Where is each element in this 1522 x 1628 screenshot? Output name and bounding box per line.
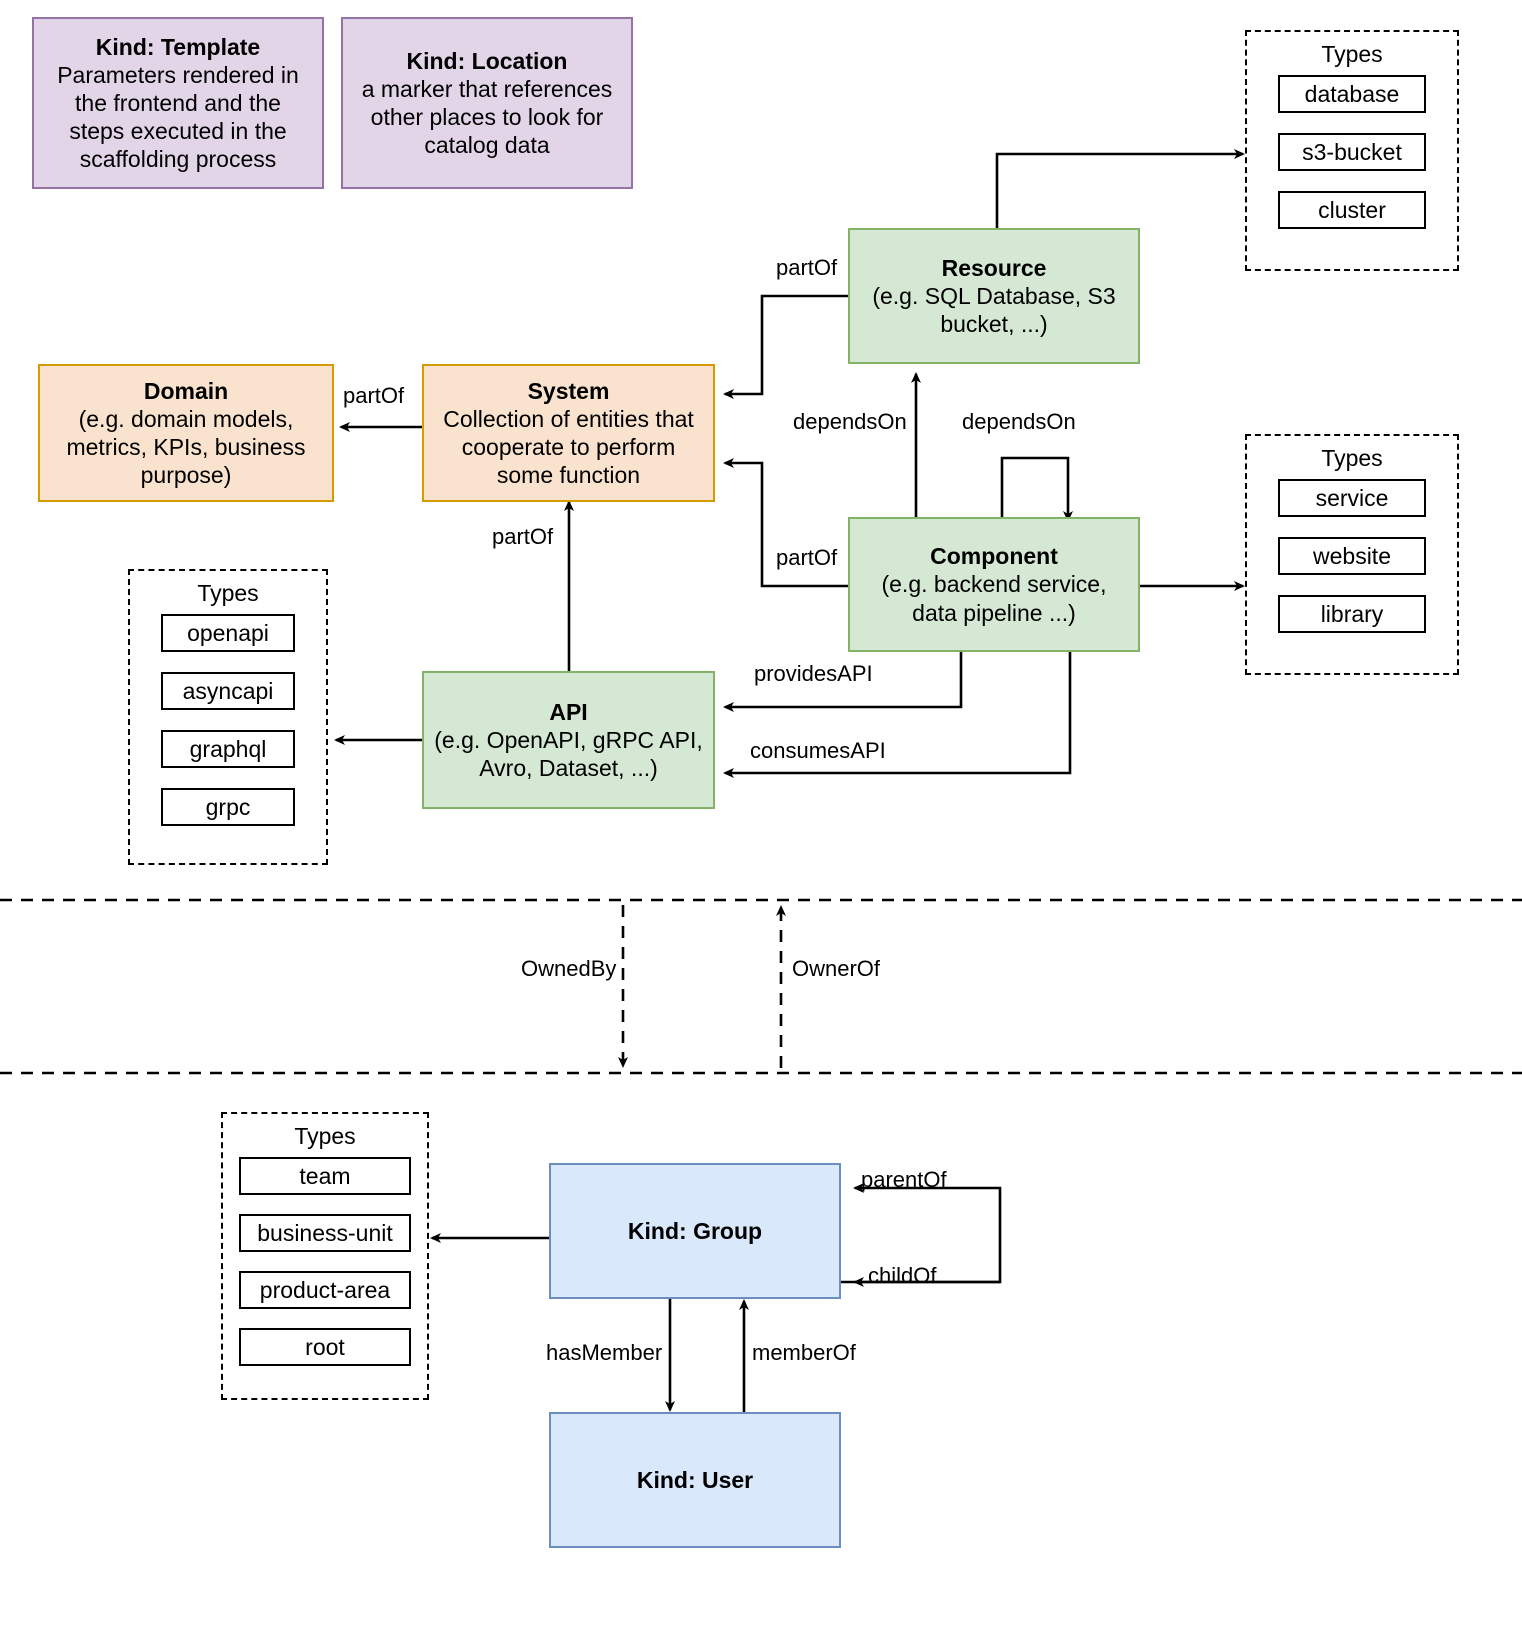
node-domain-title: Domain — [143, 377, 229, 404]
types-box-api: Types openapi asyncapi graphql grpc — [128, 569, 328, 865]
types-box-group: Types team business-unit product-area ro… — [221, 1112, 429, 1400]
type-item-website[interactable]: website — [1278, 537, 1426, 575]
node-kind-user[interactable]: Kind: User — [549, 1412, 841, 1548]
type-item-grpc[interactable]: grpc — [161, 788, 295, 826]
node-component-description: (e.g. backend service, data pipeline ...… — [881, 571, 1107, 626]
types-label: Types — [1321, 41, 1383, 67]
type-item-graphql[interactable]: graphql — [161, 730, 295, 768]
node-kind-template-title: Kind: Template — [95, 33, 261, 60]
node-system-description: Collection of entities that cooperate to… — [443, 405, 694, 489]
type-item-team[interactable]: team — [239, 1157, 411, 1195]
types-label: Types — [197, 580, 259, 606]
node-kind-group-title: Kind: Group — [627, 1217, 763, 1244]
node-api-title: API — [549, 698, 588, 725]
edge-label-system-partof-domain: partOf — [343, 383, 405, 408]
type-item-openapi[interactable]: openapi — [161, 614, 295, 652]
type-item-product-area[interactable]: product-area — [239, 1271, 411, 1309]
node-kind-location-description: a marker that references other places to… — [361, 75, 613, 159]
node-system[interactable]: System Collection of entities that coope… — [422, 364, 715, 502]
node-domain[interactable]: Domain (e.g. domain models, metrics, KPI… — [38, 364, 334, 502]
node-kind-user-title: Kind: User — [636, 1466, 754, 1493]
types-box-component: Types service website library — [1245, 434, 1459, 675]
edge-label-api-partof-system: partOf — [492, 524, 554, 549]
edge-label-parentof: parentOf — [861, 1167, 947, 1192]
node-kind-location[interactable]: Kind: Location a marker that references … — [341, 17, 633, 189]
edge-label-provides-api: providesAPI — [754, 661, 873, 686]
node-kind-template[interactable]: Kind: Template Parameters rendered in th… — [32, 17, 324, 189]
node-resource[interactable]: Resource (e.g. SQL Database, S3 bucket, … — [848, 228, 1140, 364]
type-item-library[interactable]: library — [1278, 595, 1426, 633]
types-label: Types — [294, 1123, 356, 1149]
node-component[interactable]: Component (e.g. backend service, data pi… — [848, 517, 1140, 652]
node-resource-title: Resource — [941, 254, 1047, 281]
node-kind-group[interactable]: Kind: Group — [549, 1163, 841, 1299]
type-item-service[interactable]: service — [1278, 479, 1426, 517]
edge-label-component-dependson-resource: dependsOn — [793, 409, 907, 434]
node-api-description: (e.g. OpenAPI, gRPC API, Avro, Dataset, … — [434, 726, 703, 782]
edge-label-memberof: memberOf — [752, 1340, 856, 1365]
node-kind-template-description: Parameters rendered in the frontend and … — [57, 61, 299, 173]
type-item-s3-bucket[interactable]: s3-bucket — [1278, 133, 1426, 171]
types-box-resource: Types database s3-bucket cluster — [1245, 30, 1459, 271]
node-component-title: Component — [930, 543, 1058, 570]
edge-label-component-partof-system: partOf — [776, 545, 838, 570]
type-item-root[interactable]: root — [239, 1328, 411, 1366]
edge-label-consumes-api: consumesAPI — [750, 738, 886, 763]
edge-label-ownedby: OwnedBy — [521, 956, 617, 981]
edge-label-ownerof: OwnerOf — [792, 956, 881, 981]
node-domain-description: (e.g. domain models, metrics, KPIs, busi… — [66, 405, 306, 489]
node-api[interactable]: API (e.g. OpenAPI, gRPC API, Avro, Datas… — [422, 671, 715, 809]
type-item-cluster[interactable]: cluster — [1278, 191, 1426, 229]
edge-label-hasmember: hasMember — [546, 1340, 663, 1365]
node-resource-description: (e.g. SQL Database, S3 bucket, ...) — [872, 282, 1116, 338]
type-item-business-unit[interactable]: business-unit — [239, 1214, 411, 1252]
node-system-title: System — [527, 377, 610, 404]
types-label: Types — [1321, 445, 1383, 471]
edge-label-component-dependson-self: dependsOn — [962, 409, 1076, 434]
edge-label-resource-partof-system: partOf — [776, 255, 838, 280]
node-kind-location-title: Kind: Location — [406, 47, 568, 74]
type-item-asyncapi[interactable]: asyncapi — [161, 672, 295, 710]
edge-label-childof: childOf — [868, 1263, 937, 1288]
type-item-database[interactable]: database — [1278, 75, 1426, 113]
